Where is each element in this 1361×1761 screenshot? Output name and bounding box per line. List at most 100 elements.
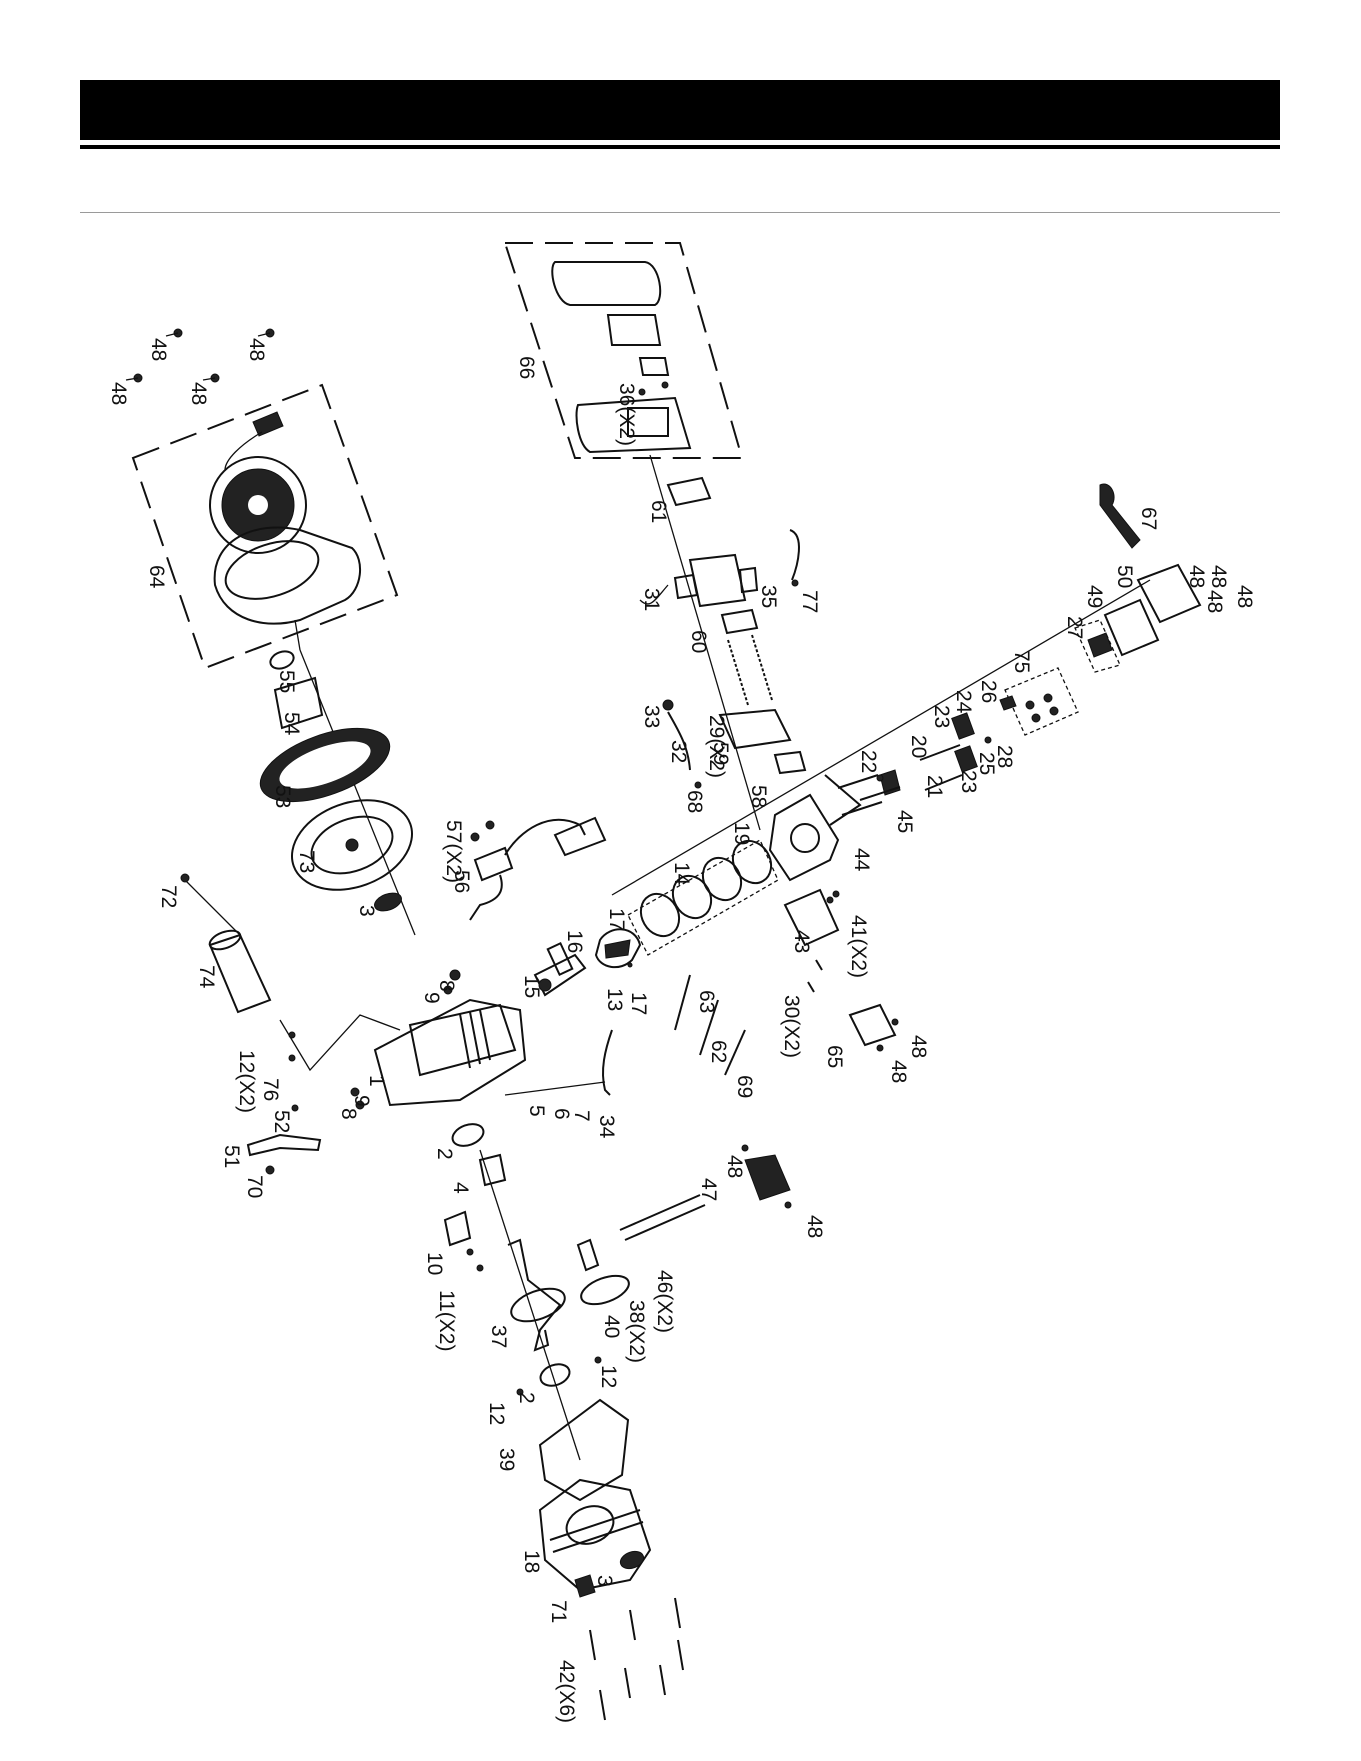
callout-c5: 5 bbox=[525, 1105, 548, 1117]
callout-c70: 70 bbox=[243, 1175, 266, 1198]
callout-c35: 35 bbox=[757, 585, 780, 608]
callout-c1: 1 bbox=[365, 1075, 388, 1087]
breather-27 bbox=[1087, 632, 1113, 658]
callout-c46: 46(X2) bbox=[653, 1270, 676, 1333]
bearing-2 bbox=[451, 1123, 485, 1147]
callout-c40: 40 bbox=[600, 1315, 623, 1338]
flywheel-73 bbox=[290, 799, 414, 891]
callout-c48g: 48 bbox=[1233, 585, 1256, 608]
callout-c42: 42(X6) bbox=[555, 1660, 578, 1723]
callout-c26: 26 bbox=[977, 680, 1000, 703]
callout-c28: 28 bbox=[993, 745, 1016, 768]
starter-handle bbox=[252, 411, 284, 437]
callout-c30: 30(X2) bbox=[780, 995, 803, 1058]
top-left-screws bbox=[125, 328, 275, 383]
intake-gasket-58 bbox=[773, 750, 807, 775]
callout-c66: 66 bbox=[515, 356, 538, 379]
valve-cover-gasket-49 bbox=[1103, 598, 1160, 657]
crankcase-cover-18 bbox=[538, 1478, 652, 1592]
callout-c54: 54 bbox=[280, 712, 303, 736]
callout-c61: 61 bbox=[647, 500, 670, 523]
breather-hose-32 bbox=[667, 711, 691, 771]
gasket-39 bbox=[538, 1398, 630, 1502]
rod-63 bbox=[674, 974, 691, 1031]
callout-c36: 36(X2) bbox=[615, 383, 638, 446]
misc-parts bbox=[674, 974, 899, 1076]
gear-4 bbox=[478, 1153, 507, 1187]
seal-3b bbox=[619, 1550, 645, 1570]
air-filter-boundary bbox=[503, 242, 744, 459]
nut-55 bbox=[269, 650, 295, 670]
cylinder-head-19 bbox=[768, 793, 840, 882]
callout-c48l: 48 bbox=[803, 1215, 826, 1238]
callout-c72: 72 bbox=[157, 885, 180, 908]
bracket-65 bbox=[848, 1003, 897, 1047]
pushrods-46 bbox=[619, 1194, 701, 1231]
callout-c21: 21 bbox=[923, 775, 946, 798]
governor-link-34 bbox=[602, 1029, 613, 1096]
callout-c23b: 23 bbox=[957, 770, 980, 793]
callout-c29: 29(X2) bbox=[705, 715, 728, 778]
seal-3 bbox=[374, 892, 402, 912]
callout-c4: 4 bbox=[449, 1182, 472, 1194]
air-filter-cover bbox=[551, 261, 662, 306]
callout-c74: 74 bbox=[195, 965, 218, 989]
header-bar bbox=[80, 80, 1280, 140]
callout-c13: 13 bbox=[603, 988, 626, 1011]
callout-c9a: 9 bbox=[420, 992, 443, 1004]
callout-c15: 15 bbox=[520, 975, 543, 998]
callout-c19: 19 bbox=[730, 822, 753, 845]
callout-c43: 43 bbox=[790, 930, 813, 953]
callout-c48i: 48 bbox=[907, 1035, 930, 1058]
callout-c25: 25 bbox=[975, 752, 998, 775]
crankcase-cover-group bbox=[538, 1398, 684, 1721]
ignition-coil-56 bbox=[473, 846, 514, 882]
callout-c65: 65 bbox=[823, 1045, 846, 1068]
callout-c34: 34 bbox=[595, 1115, 618, 1139]
callout-c50: 50 bbox=[1113, 565, 1136, 588]
callout-c47: 47 bbox=[697, 1178, 720, 1201]
callout-c7: 7 bbox=[570, 1110, 593, 1122]
callout-c56: 56 bbox=[450, 870, 473, 893]
bearing-2b bbox=[539, 1363, 571, 1387]
air-filter-element bbox=[606, 314, 662, 346]
crankcase-1 bbox=[373, 998, 527, 1107]
callout-c58: 58 bbox=[747, 785, 770, 808]
callout-c48e: 48 bbox=[1185, 565, 1208, 588]
piston-rings-14 bbox=[627, 839, 779, 956]
carburetor bbox=[688, 553, 747, 608]
callout-c48h: 48 bbox=[1203, 590, 1226, 613]
callout-c48j: 48 bbox=[887, 1060, 910, 1083]
callout-c49: 49 bbox=[1083, 585, 1106, 608]
muffler-group bbox=[180, 873, 401, 1072]
callout-c55: 55 bbox=[275, 670, 298, 693]
callout-c73: 73 bbox=[295, 850, 318, 873]
callout-c22: 22 bbox=[857, 750, 880, 773]
callout-c48d: 48 bbox=[187, 382, 210, 405]
callout-c32: 32 bbox=[667, 740, 690, 763]
callout-c51: 51 bbox=[220, 1145, 243, 1168]
intake-spacer-59 bbox=[718, 708, 792, 750]
callout-c41: 41(X2) bbox=[847, 915, 870, 978]
piston-pin-16 bbox=[546, 942, 574, 976]
filter-gasket bbox=[666, 476, 712, 507]
dipstick-71 bbox=[574, 1574, 596, 1598]
callout-c8b: 8 bbox=[337, 1108, 360, 1120]
callout-c33: 33 bbox=[640, 705, 663, 728]
crankshaft-group bbox=[443, 1144, 792, 1461]
callout-c75: 75 bbox=[1010, 650, 1033, 673]
callout-c17a: 17 bbox=[605, 908, 628, 931]
air-filter-base bbox=[575, 396, 692, 454]
cup-54 bbox=[273, 676, 324, 730]
callout-c52: 52 bbox=[270, 1110, 293, 1133]
callout-c24: 24 bbox=[952, 690, 975, 714]
valve-cover-67 bbox=[1099, 483, 1141, 549]
valve-spring-23 bbox=[954, 745, 978, 773]
callout-c3b: 3 bbox=[593, 1575, 616, 1587]
callout-c48k: 48 bbox=[723, 1155, 746, 1178]
header-rule bbox=[80, 145, 1280, 149]
crankcase-group bbox=[246, 969, 613, 1187]
callout-c39: 39 bbox=[495, 1448, 518, 1471]
